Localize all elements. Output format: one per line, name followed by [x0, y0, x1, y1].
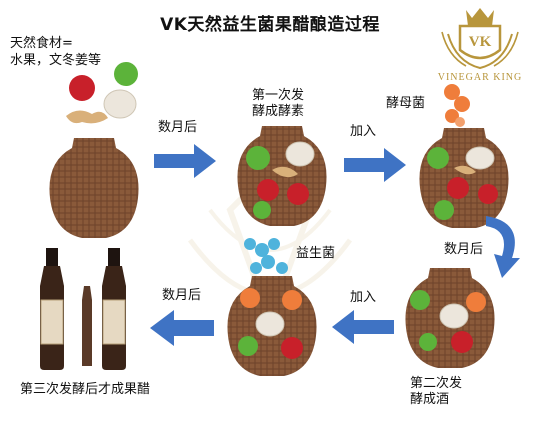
page-title: VK天然益生菌果醋酿造过程 — [160, 15, 380, 35]
jar-stage2 — [405, 268, 495, 368]
ingredients-label-line1: 天然食材= — [10, 36, 73, 51]
fruit-vinegar-bottles-image — [40, 248, 126, 370]
ingredients-label-line2: 水果，文冬姜等 — [10, 53, 102, 68]
fresh-ingredients-image — [66, 62, 138, 124]
jar-empty — [49, 138, 139, 238]
apple-green-icon — [114, 62, 138, 86]
yeast-label: 酵母菌 — [386, 96, 426, 111]
stage2-label-line2: 酵成酒 — [410, 392, 450, 407]
logo-crest-icon: VK VINEGAR KING — [438, 8, 523, 83]
stage2-label-line1: 第二次发 — [410, 376, 463, 391]
arrow-right-1 — [154, 144, 216, 178]
arrow-curved-down — [486, 216, 520, 278]
arrow-left-4 — [332, 310, 394, 344]
arrow4-label: 加入 — [350, 290, 377, 305]
probiotic-label: 益生菌 — [296, 246, 336, 261]
probiotic-icon — [244, 238, 288, 274]
apple-red-icon — [69, 75, 95, 101]
arrow-left-5 — [150, 310, 214, 346]
logo-initials: VK — [469, 34, 492, 50]
arrow5-label: 数月后 — [162, 288, 202, 303]
vinegar-king-logo: VK VINEGAR KING — [426, 4, 534, 84]
ginger-icon — [66, 110, 108, 124]
stage1-label-line2: 酵成酵素 — [252, 104, 305, 119]
arrow-right-2 — [344, 148, 406, 182]
jar-stage2-with-probiotic — [227, 276, 317, 376]
jar-stage1-with-yeast — [419, 128, 509, 228]
garlic-icon — [103, 89, 137, 119]
jar-stage1 — [237, 126, 327, 226]
arrow2-label: 加入 — [350, 124, 377, 139]
logo-brand-text: VINEGAR KING — [438, 72, 523, 83]
arrow3-label: 数月后 — [444, 242, 484, 257]
arrow1-label: 数月后 — [158, 120, 198, 135]
yeast-icon — [444, 84, 470, 127]
stage1-label-line1: 第一次发 — [252, 88, 305, 103]
final-vinegar-label: 第三次发酵后才成果醋 — [20, 382, 151, 397]
